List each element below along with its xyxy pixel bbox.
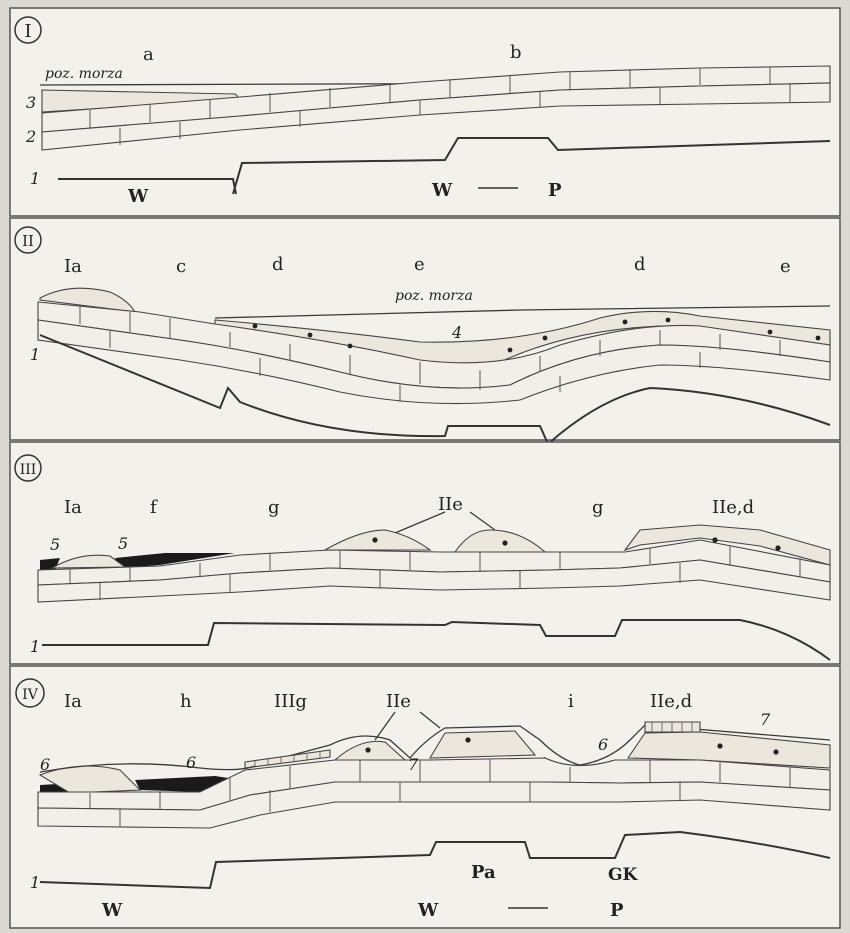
panel-IV-basement-W2: W	[417, 900, 439, 921]
panel-IV-layer-6-label-1: 6	[40, 755, 50, 774]
panel-III-number: III	[20, 462, 37, 478]
panel-I-basement-W2: W	[431, 180, 453, 201]
panel-I-label-a: a	[143, 44, 154, 65]
panel-II-number: II	[22, 232, 34, 250]
panel-III-layer-1-label: 1	[30, 637, 40, 656]
panel-III: III Ia f g IIe g IIe,d 5 5	[10, 442, 840, 664]
panel-II-layer-1-label: 1	[30, 345, 40, 364]
panel-I-number: I	[24, 21, 31, 42]
panel-II-label-d2: d	[634, 254, 646, 275]
panel-IV-layer-7-label-2: 7	[760, 710, 771, 729]
panel-IV-label-IIe: IIe	[386, 691, 411, 712]
panel-I-basement-P: P	[548, 180, 562, 201]
panel-II-label-e1: e	[414, 254, 425, 275]
panel-IV-basement-W1: W	[101, 900, 123, 921]
panel-IV-label-Ia: Ia	[64, 691, 82, 712]
panel-III-label-IIed: IIe,d	[712, 497, 754, 518]
panel-I-layer-1-label: 1	[30, 169, 40, 188]
panel-IV-label-IIed: IIe,d	[650, 691, 692, 712]
panel-III-layer-5-label-1: 5	[50, 535, 60, 554]
panel-IV-basement-P: P	[610, 900, 624, 921]
panel-I-layer-3-label: 3	[26, 93, 36, 112]
panel-III-label-Ia: Ia	[64, 497, 82, 518]
panel-I-layer-2-label: 2	[25, 127, 36, 146]
panel-IV-label-h: h	[180, 691, 192, 712]
panel-I-basement-W1: W	[127, 186, 149, 207]
panel-II-label-d1: d	[272, 254, 284, 275]
panel-IV-basement-GK: GK	[608, 865, 639, 885]
panel-II-label-e2: e	[780, 256, 791, 277]
panel-IV-layer-6-label-3: 6	[598, 735, 608, 754]
panel-II-layer-4-label: 4	[451, 323, 462, 342]
panel-IV-number: IV	[22, 687, 39, 703]
panel-IV-layer-6-label-2: 6	[186, 753, 196, 772]
panel-IV-basement-Pa: Pa	[471, 862, 496, 883]
panel-II-sea-level-label: poz. morza	[395, 288, 473, 304]
panel-IV-label-IIIg: IIIg	[274, 691, 307, 712]
panel-I-label-b: b	[510, 42, 522, 63]
panel-I-sea-level-label: poz. morza	[45, 66, 123, 82]
panel-II-label-c: c	[176, 256, 186, 277]
panel-I: I a b poz. morza 3 2 1 W W P	[10, 8, 840, 216]
panel-IV-label-i: i	[568, 691, 574, 712]
panel-II-label-Ia: Ia	[64, 256, 82, 277]
panel-II: II Ia c d e d e poz. morza 4 1	[10, 218, 840, 444]
panel-III-label-g1: g	[268, 497, 280, 518]
panel-IV-layer-1-label: 1	[30, 873, 40, 892]
panel-IV: IV Ia h IIIg IIe i IIe,d	[10, 666, 840, 928]
panel-III-label-g2: g	[592, 497, 604, 518]
panel-IV-layer-7-label-1: 7	[408, 755, 419, 774]
panel-III-layer-5-label-2: 5	[118, 534, 128, 553]
panel-III-label-IIe: IIe	[438, 494, 463, 515]
